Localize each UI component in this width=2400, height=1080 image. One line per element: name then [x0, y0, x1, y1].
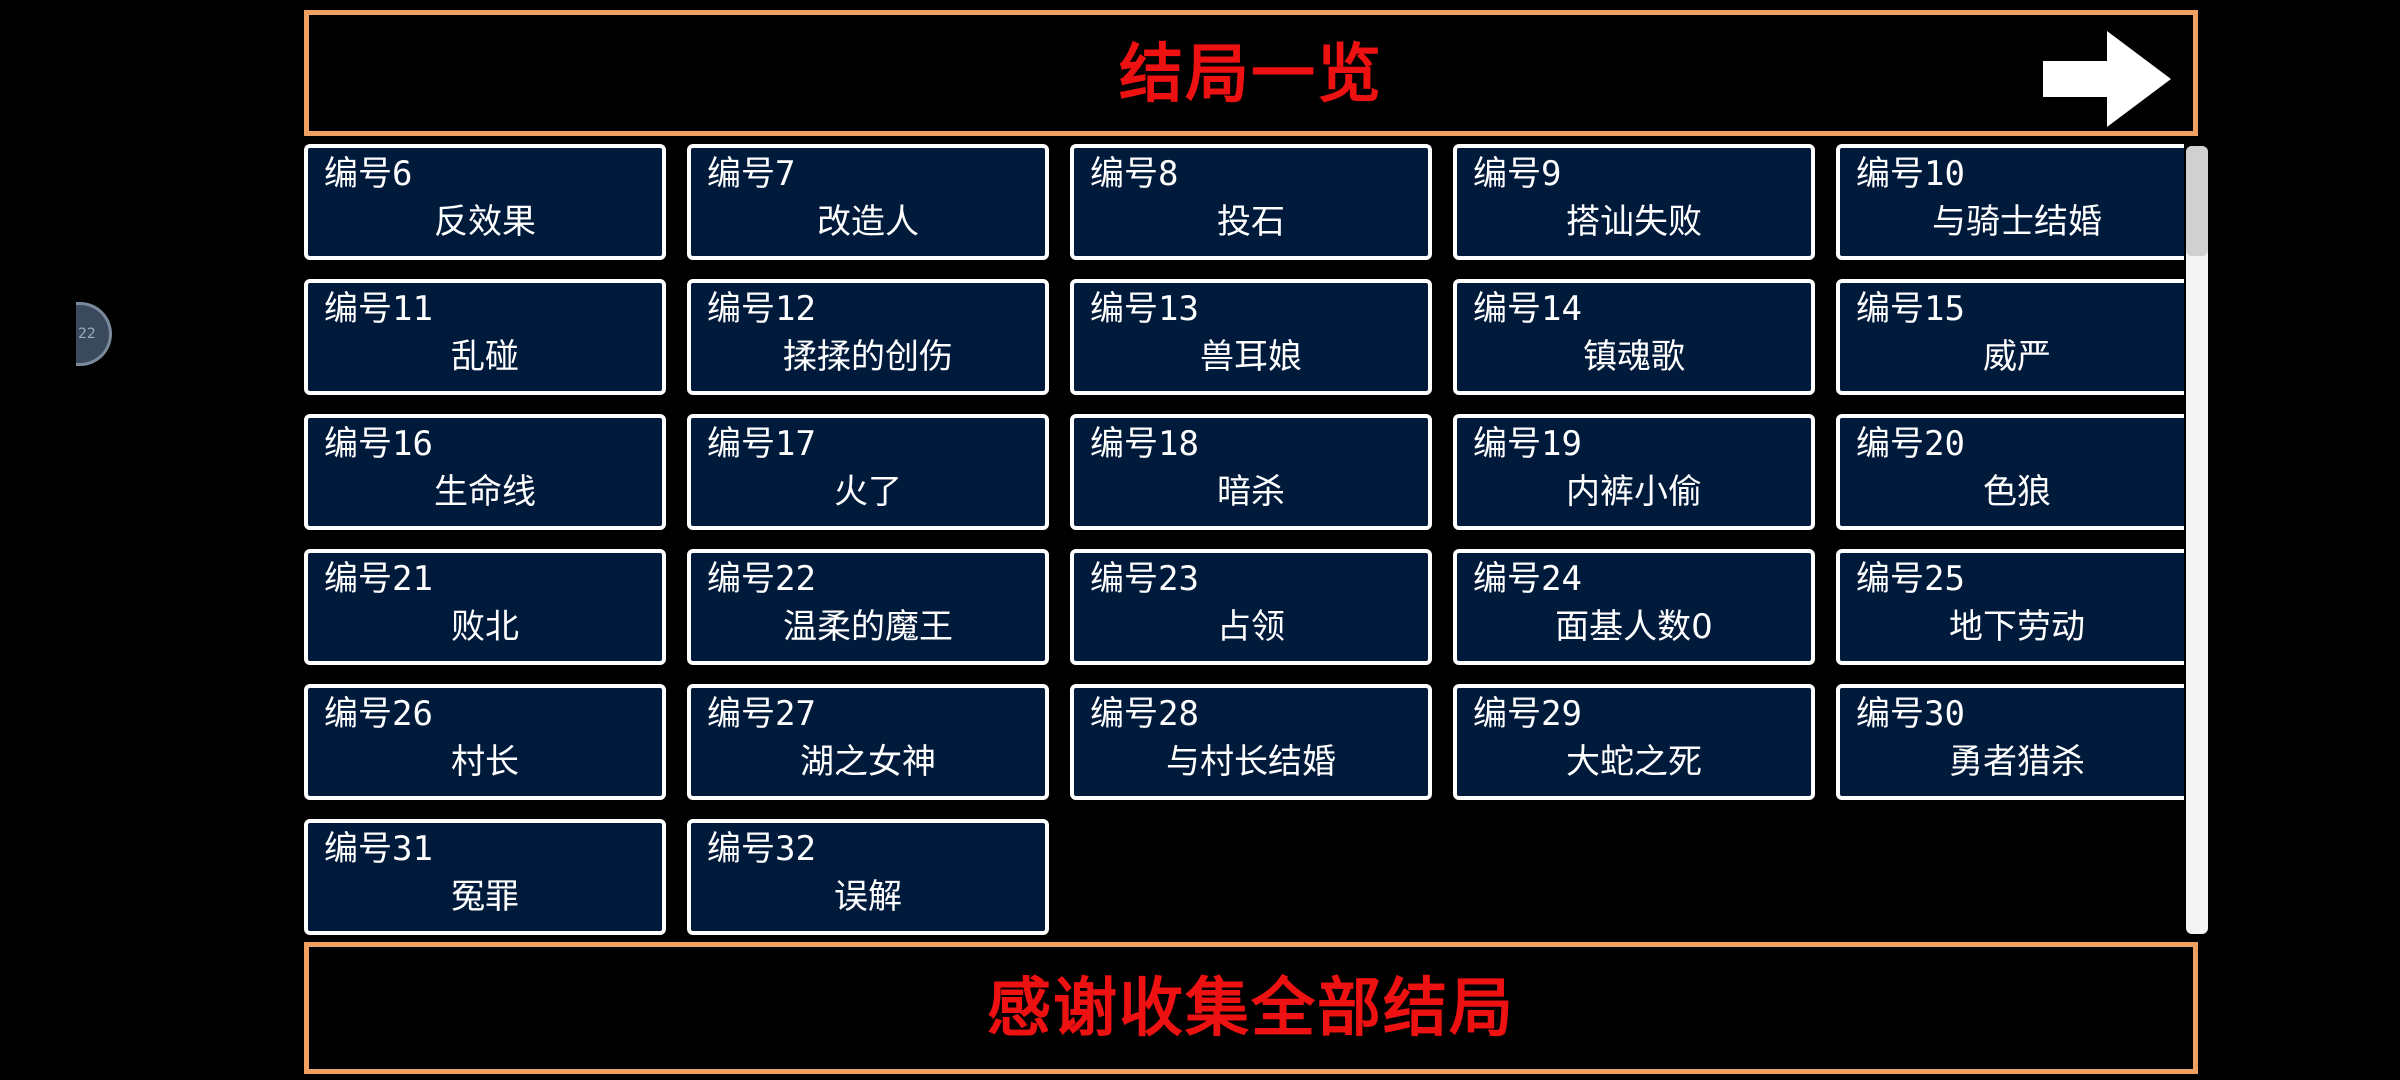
- ending-name: 占领: [1217, 607, 1285, 647]
- ending-number: 编号21: [324, 559, 433, 599]
- ending-card[interactable]: 编号18 暗杀: [1070, 414, 1432, 530]
- side-bubble-label: 22: [78, 326, 96, 342]
- ending-number: 编号20: [1856, 424, 1965, 464]
- ending-card[interactable]: 编号22 温柔的魔王: [687, 549, 1049, 665]
- ending-number: 编号10: [1856, 154, 1965, 194]
- ending-name: 内裤小偷: [1566, 472, 1702, 512]
- ending-card[interactable]: 编号15 威严: [1836, 279, 2184, 395]
- ending-number: 编号14: [1473, 289, 1582, 329]
- ending-number: 编号7: [707, 154, 796, 194]
- ending-name: 威严: [1983, 337, 2051, 377]
- ending-card[interactable]: 编号30 勇者猎杀: [1836, 684, 2184, 800]
- ending-card[interactable]: 编号31 冤罪: [304, 819, 666, 935]
- ending-number: 编号11: [324, 289, 433, 329]
- ending-name: 改造人: [817, 202, 919, 242]
- ending-card[interactable]: 编号24 面基人数0: [1453, 549, 1815, 665]
- ending-name: 反效果: [434, 202, 536, 242]
- scrollbar-thumb[interactable]: [2186, 146, 2208, 256]
- ending-name: 勇者猎杀: [1949, 742, 2085, 782]
- ending-name: 揉揉的创伤: [783, 337, 953, 377]
- ending-name: 温柔的魔王: [783, 607, 953, 647]
- ending-name: 色狼: [1983, 472, 2051, 512]
- ending-number: 编号8: [1090, 154, 1179, 194]
- ending-name: 冤罪: [451, 877, 519, 917]
- ending-number: 编号32: [707, 829, 816, 869]
- ending-card[interactable]: 编号28 与村长结婚: [1070, 684, 1432, 800]
- ending-name: 败北: [451, 607, 519, 647]
- ending-card[interactable]: 编号32 误解: [687, 819, 1049, 935]
- scrollbar-track[interactable]: [2186, 146, 2208, 934]
- ending-number: 编号19: [1473, 424, 1582, 464]
- ending-card[interactable]: 编号12 揉揉的创伤: [687, 279, 1049, 395]
- ending-number: 编号25: [1856, 559, 1965, 599]
- ending-name: 大蛇之死: [1566, 742, 1702, 782]
- ending-number: 编号9: [1473, 154, 1562, 194]
- side-floating-bubble[interactable]: 22: [76, 302, 112, 366]
- ending-card[interactable]: 编号21 败北: [304, 549, 666, 665]
- ending-name: 与村长结婚: [1166, 742, 1336, 782]
- ending-name: 面基人数0: [1555, 607, 1713, 647]
- header-bar: 结局一览: [304, 10, 2198, 136]
- ending-number: 编号17: [707, 424, 816, 464]
- ending-name: 暗杀: [1217, 472, 1285, 512]
- ending-name: 火了: [834, 472, 902, 512]
- ending-card[interactable]: 编号6 反效果: [304, 144, 666, 260]
- ending-number: 编号27: [707, 694, 816, 734]
- ending-number: 编号26: [324, 694, 433, 734]
- ending-number: 编号30: [1856, 694, 1965, 734]
- ending-number: 编号16: [324, 424, 433, 464]
- ending-number: 编号12: [707, 289, 816, 329]
- ending-name: 与骑士结婚: [1932, 202, 2102, 242]
- ending-name: 投石: [1217, 202, 1285, 242]
- ending-card[interactable]: 编号25 地下劳动: [1836, 549, 2184, 665]
- ending-number: 编号18: [1090, 424, 1199, 464]
- ending-name: 镇魂歌: [1583, 337, 1685, 377]
- ending-card[interactable]: 编号19 内裤小偷: [1453, 414, 1815, 530]
- ending-name: 误解: [834, 877, 902, 917]
- ending-number: 编号6: [324, 154, 413, 194]
- ending-card[interactable]: 编号8 投石: [1070, 144, 1432, 260]
- ending-name: 搭讪失败: [1566, 202, 1702, 242]
- ending-card[interactable]: 编号11 乱碰: [304, 279, 666, 395]
- next-arrow-icon[interactable]: [2041, 29, 2173, 129]
- ending-name: 村长: [451, 742, 519, 782]
- ending-card[interactable]: 编号10 与骑士结婚: [1836, 144, 2184, 260]
- ending-number: 编号22: [707, 559, 816, 599]
- ending-name: 乱碰: [451, 337, 519, 377]
- ending-name: 生命线: [434, 472, 536, 512]
- ending-name: 地下劳动: [1949, 607, 2085, 647]
- ending-number: 编号24: [1473, 559, 1582, 599]
- footer-bar: 感谢收集全部结局: [304, 942, 2198, 1074]
- page-title: 结局一览: [1119, 38, 1383, 112]
- ending-card[interactable]: 编号17 火了: [687, 414, 1049, 530]
- ending-card[interactable]: 编号27 湖之女神: [687, 684, 1049, 800]
- ending-number: 编号15: [1856, 289, 1965, 329]
- ending-card[interactable]: 编号29 大蛇之死: [1453, 684, 1815, 800]
- ending-card[interactable]: 编号7 改造人: [687, 144, 1049, 260]
- completion-message: 感谢收集全部结局: [987, 972, 1515, 1046]
- ending-number: 编号28: [1090, 694, 1199, 734]
- ending-name: 湖之女神: [800, 742, 936, 782]
- ending-number: 编号29: [1473, 694, 1582, 734]
- ending-name: 兽耳娘: [1200, 337, 1302, 377]
- ending-number: 编号23: [1090, 559, 1199, 599]
- ending-card[interactable]: 编号26 村长: [304, 684, 666, 800]
- ending-number: 编号13: [1090, 289, 1199, 329]
- ending-number: 编号31: [324, 829, 433, 869]
- ending-card[interactable]: 编号23 占领: [1070, 549, 1432, 665]
- ending-card[interactable]: 编号20 色狼: [1836, 414, 2184, 530]
